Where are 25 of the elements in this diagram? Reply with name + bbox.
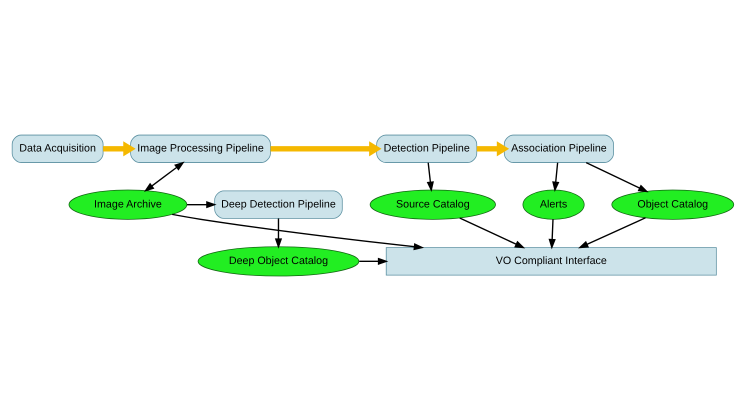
arrow xyxy=(103,141,136,156)
node-box: Detection Pipeline xyxy=(376,134,478,163)
node-box: Deep Detection Pipeline xyxy=(214,190,343,219)
arrow xyxy=(578,217,646,248)
arrow xyxy=(586,162,649,192)
node-box: Association Pipeline xyxy=(504,134,614,163)
node-ellipse: Object Catalog xyxy=(611,190,734,220)
arrow xyxy=(426,162,434,192)
node-ellipse: Source Catalog xyxy=(370,190,496,220)
arrow xyxy=(359,258,388,265)
arrow xyxy=(552,162,560,192)
arrow xyxy=(548,219,556,250)
arrow xyxy=(476,141,510,156)
node-ellipse: Deep Object Catalog xyxy=(198,246,360,276)
node-box: VO Compliant Interface xyxy=(386,247,717,276)
node-ellipse: Alerts xyxy=(522,190,585,220)
node-ellipse: Image Archive xyxy=(68,190,188,220)
arrow xyxy=(172,214,424,250)
arrow xyxy=(270,141,382,156)
node-box: Data Acquisition xyxy=(12,134,104,163)
node-box: Image Processing Pipeline xyxy=(130,134,271,163)
arrow xyxy=(187,201,217,208)
arrow xyxy=(274,218,282,249)
arrow xyxy=(144,161,185,192)
arrow xyxy=(459,217,526,248)
